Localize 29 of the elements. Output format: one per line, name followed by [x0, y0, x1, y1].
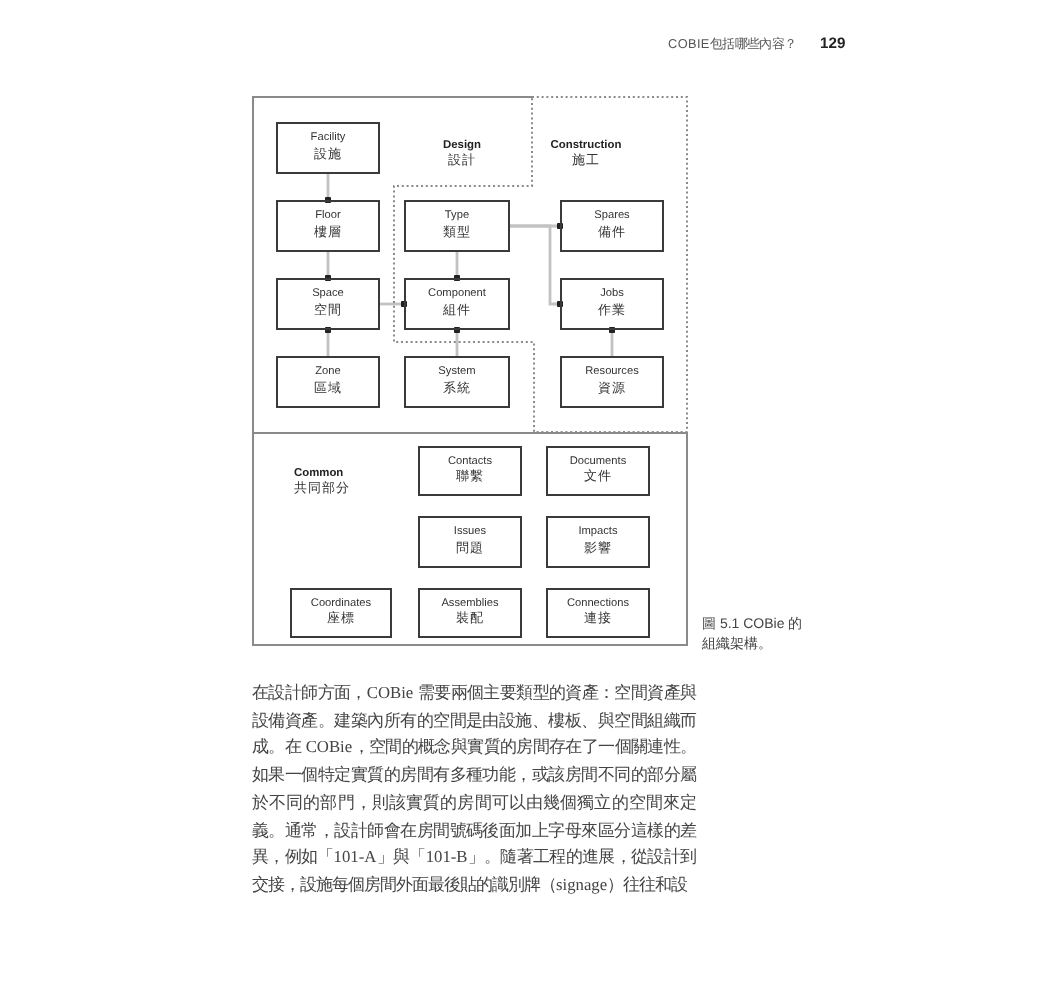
- dotted-region: [394, 96, 688, 432]
- entity-box: [546, 516, 650, 568]
- body-paragraph: 在設計師方面，COBie 需要兩個主要類型的資產：空間資產與設備資產。建築內所有的空間是由設施、樓板、與空間組織而成。在 COBie，空間的概念與實質的房間存在了一個關連性。如果一個特定實質的房間有多種功能，或該房間不同的部分屬於不同的部門，則該實質的房間可以由幾個獨立的空間來定義。通常，設計師會在房間號碼後面加上字母來區分這樣的差異，例如「101-A」與「101-B」。隨著工程的進展，從設計到交接，設施每個房間外面最後貼的識別牌（signage）往往和設: [252, 681, 696, 898]
- entity-box: [276, 356, 380, 408]
- region-frame: [252, 432, 688, 646]
- connector-line: [380, 300, 408, 308]
- entity-box: [418, 588, 522, 638]
- entity-box: [404, 278, 510, 330]
- connector-line: [324, 252, 332, 282]
- entity-box: [560, 200, 664, 252]
- entity-box: [276, 278, 380, 330]
- region-frame: [252, 96, 688, 432]
- connector-line: [453, 252, 461, 282]
- entity-box: [546, 446, 650, 496]
- entity-box: [546, 588, 650, 638]
- connector-line: [453, 326, 461, 356]
- entity-box: [418, 446, 522, 496]
- entity-box: [276, 200, 380, 252]
- connector-line: [324, 326, 332, 356]
- connector-line: [608, 326, 616, 356]
- connector-line: [510, 224, 564, 308]
- connector-line: [324, 174, 332, 204]
- entity-box: [418, 516, 522, 568]
- entity-box: [560, 356, 664, 408]
- entity-box: [404, 200, 510, 252]
- entity-box: [290, 588, 392, 638]
- entity-box: [404, 356, 510, 408]
- entity-box: [560, 278, 664, 330]
- entity-box: [276, 122, 380, 174]
